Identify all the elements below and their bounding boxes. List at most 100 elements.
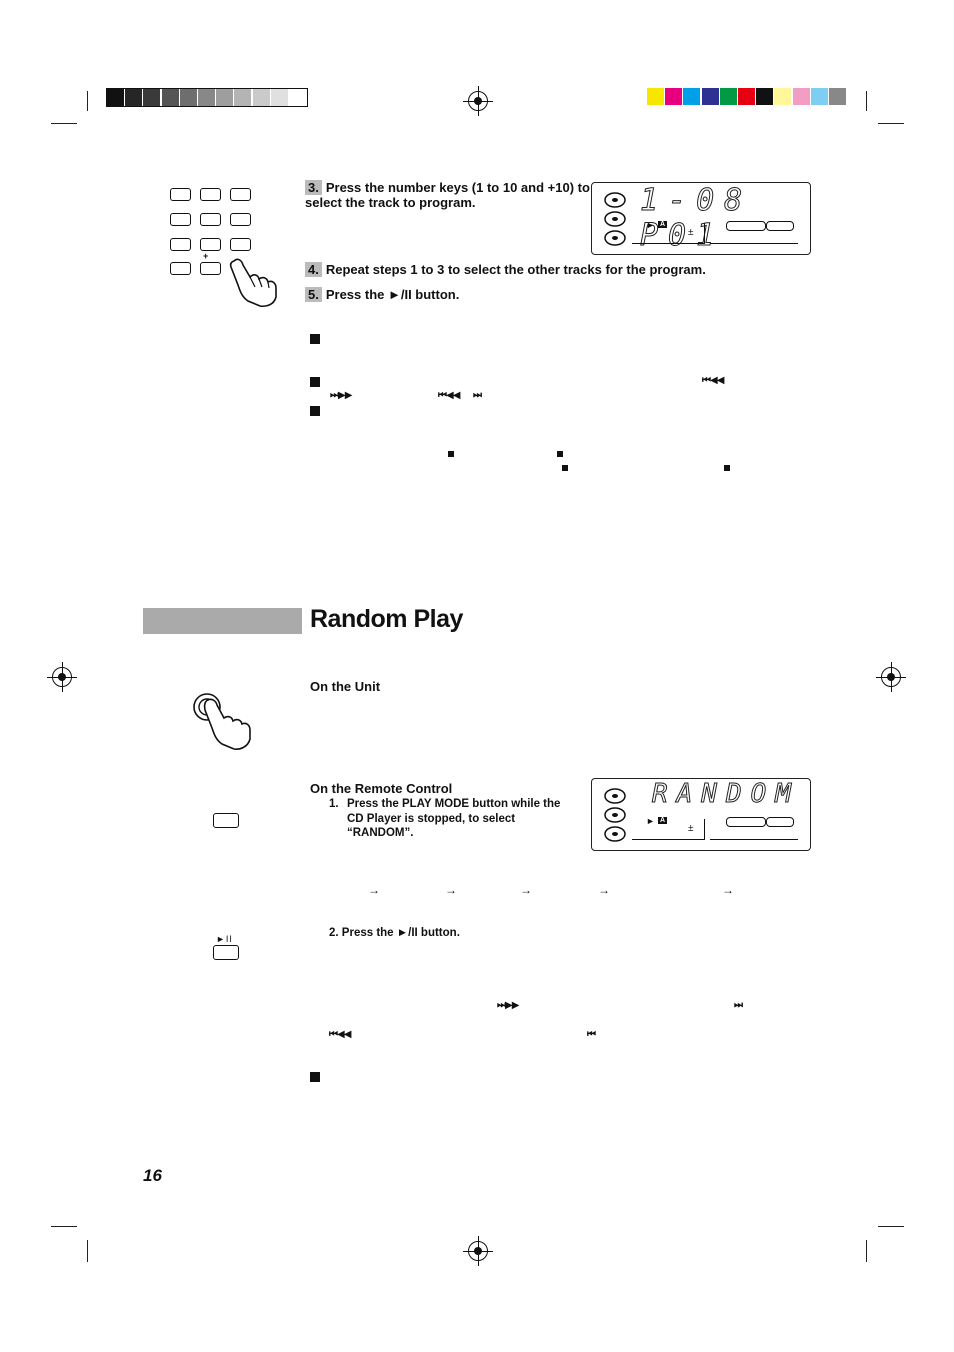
lcd-repeat-indicator: ± (688, 823, 694, 834)
color-swatch (719, 88, 737, 105)
color-swatch (125, 89, 143, 106)
color-swatch (143, 89, 161, 106)
step-text: Press the PLAY MODE button while the CD … (347, 798, 561, 839)
lcd-display-program: 1-08 P01 ► A ± (591, 182, 811, 255)
step-number: 3. (305, 180, 322, 195)
lcd-divider (710, 243, 798, 244)
lcd-segment-text: 1-08 P01 (640, 183, 753, 254)
skip-next-symbol: ⏭ (473, 390, 482, 401)
stop-symbol (724, 465, 730, 471)
crop-mark (51, 123, 77, 124)
registration-mark (876, 662, 906, 692)
color-swatch (289, 89, 306, 106)
color-swatch (701, 88, 719, 105)
sequence-arrow: → (598, 883, 610, 897)
lcd-divider (632, 243, 704, 244)
skip-next-symbol: ⏭ (734, 1000, 743, 1011)
program-step-5: 5.Press the ►/II button. (305, 287, 605, 302)
play-pause-button (213, 945, 239, 960)
color-registration-bar (647, 88, 847, 105)
color-swatch (792, 88, 810, 105)
play-mode-button (213, 813, 239, 828)
lcd-divider (632, 839, 704, 840)
color-swatch (234, 89, 252, 106)
on-the-remote-heading: On the Remote Control (310, 781, 453, 796)
step-number: 1. (329, 798, 339, 810)
step-number: 4. (305, 262, 322, 277)
note-bullet (310, 1072, 320, 1082)
gray-registration-bar (106, 88, 308, 107)
note-bullet (310, 377, 320, 387)
stop-symbol (448, 451, 454, 457)
registration-mark (47, 662, 77, 692)
program-step-3: 3.Press the number keys (1 to 10 and +10… (305, 180, 590, 210)
section-bar (143, 608, 302, 634)
color-swatch (216, 89, 234, 106)
color-swatch (107, 89, 124, 106)
crop-mark (87, 1240, 88, 1262)
note-bullet (310, 406, 320, 416)
color-swatch (198, 89, 215, 106)
step-text: Press the ►/II button. (325, 287, 460, 302)
lcd-segment-text: RANDOM (652, 779, 800, 810)
registration-mark (463, 1236, 493, 1266)
sequence-arrow: → (722, 883, 734, 897)
step-text: Press the number keys (1 to 10 and +10) … (305, 180, 590, 210)
color-swatch (179, 89, 197, 106)
color-swatch (252, 89, 270, 106)
on-the-unit-heading: On the Unit (310, 679, 381, 694)
skip-prev-symbol: ⏮ (587, 1029, 596, 1040)
step-text: Press the ►/II button. (341, 927, 460, 939)
sequence-arrow: → (520, 883, 532, 897)
lcd-a-indicator: A (658, 221, 668, 228)
page-number: 16 (143, 1166, 162, 1185)
keypad-illustration: + (170, 185, 277, 308)
sequence-arrow: → (368, 883, 380, 897)
press-button-hand-icon (193, 693, 251, 750)
stop-symbol (557, 451, 563, 457)
program-step-4: 4.Repeat steps 1 to 3 to select the othe… (305, 262, 805, 277)
remote-step-1: 1. Press the PLAY MODE button while the … (329, 797, 579, 841)
color-swatch (647, 88, 664, 105)
color-swatch (756, 88, 774, 105)
sequence-arrow: → (445, 883, 457, 897)
step-text: Repeat steps 1 to 3 to select the other … (325, 262, 706, 277)
lcd-a-indicator: A (658, 817, 668, 824)
lcd-display-random: RANDOM ► A ± (591, 778, 811, 851)
prev-button-symbol: ⏮◀◀ (329, 1029, 351, 1040)
disc-icons (604, 192, 626, 246)
prev-button-symbol: ⏮◀◀ (702, 375, 724, 386)
color-swatch (665, 88, 683, 105)
color-swatch (738, 88, 755, 105)
registration-mark (463, 86, 493, 116)
color-swatch (270, 89, 288, 106)
disc-icons (604, 788, 626, 842)
lcd-play-indicator: ► (646, 220, 655, 230)
remote-step-2: 2. Press the ►/II button. (329, 927, 460, 939)
lcd-divider (704, 819, 705, 840)
color-swatch (774, 88, 792, 105)
color-swatch (810, 88, 828, 105)
note-bullet (310, 334, 320, 344)
crop-mark (87, 91, 88, 111)
color-swatch (829, 88, 846, 105)
crop-mark (878, 123, 904, 124)
color-swatch (161, 89, 179, 106)
next-button-symbol: ⏭▶▶ (330, 390, 352, 401)
crop-mark (878, 1226, 904, 1227)
plus-label: + (203, 251, 209, 261)
step-number: 5. (305, 287, 322, 302)
crop-mark (866, 91, 867, 111)
next-button-symbol: ⏭▶▶ (497, 1000, 519, 1011)
color-swatch (683, 88, 701, 105)
lcd-play-indicator: ► (646, 816, 655, 826)
lcd-segment-box (766, 221, 794, 231)
crop-mark (866, 1240, 867, 1262)
skip-prev-symbol: ⏮◀◀ (438, 390, 460, 401)
section-title: Random Play (310, 605, 463, 633)
lcd-repeat-indicator: ± (688, 227, 694, 238)
pointing-hand-icon (229, 258, 277, 308)
lcd-segment-box (726, 817, 766, 827)
lcd-divider (704, 223, 705, 244)
stop-symbol (562, 465, 568, 471)
